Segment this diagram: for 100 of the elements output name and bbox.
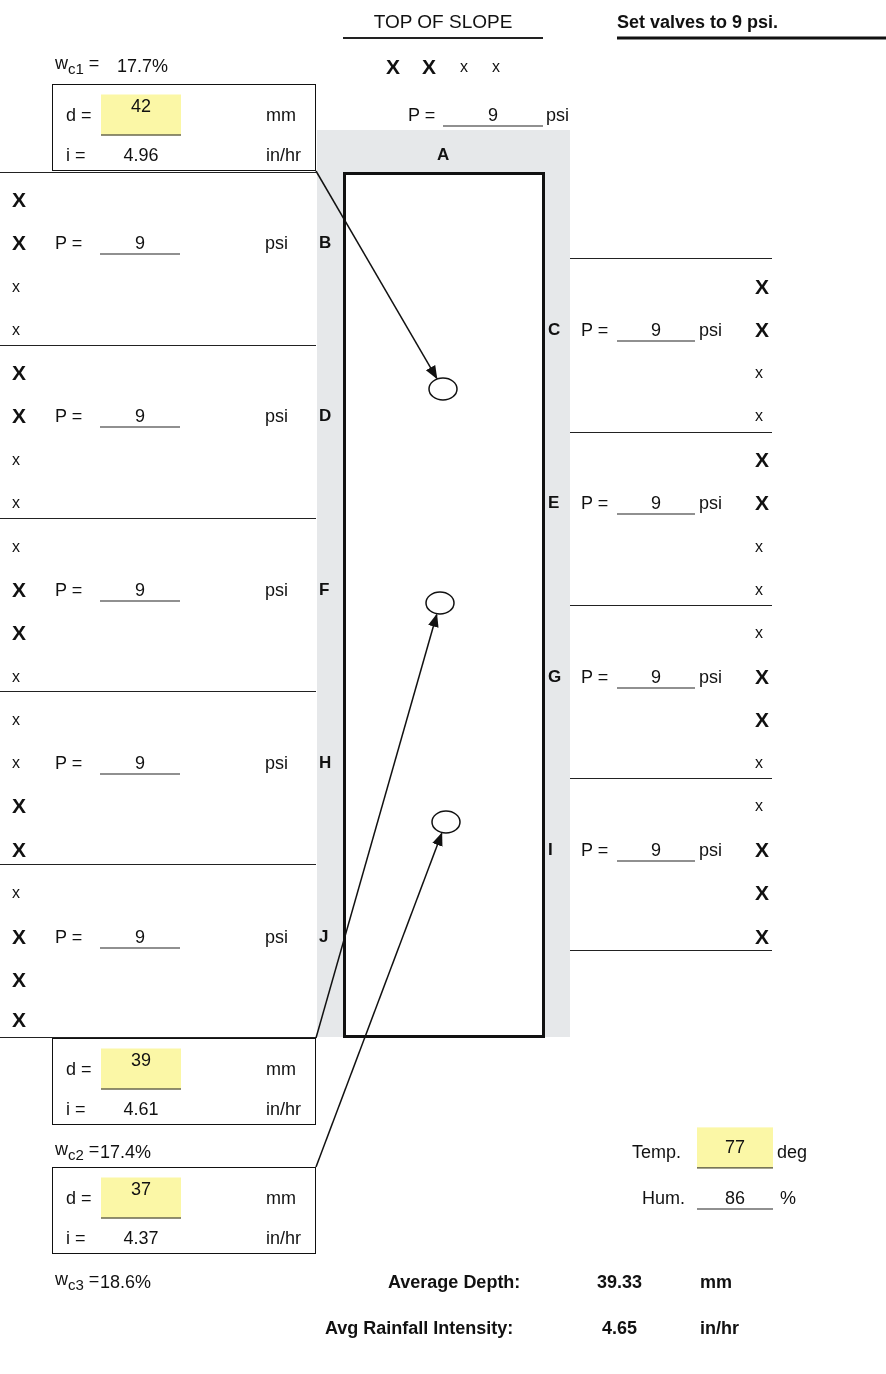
x-mark: x bbox=[12, 710, 20, 730]
measurement-box bbox=[52, 1038, 316, 1125]
label-text: P = bbox=[55, 232, 83, 254]
input-field: 42 bbox=[101, 94, 181, 136]
label-text: P = bbox=[55, 752, 83, 774]
label-text: psi bbox=[699, 839, 722, 861]
x-mark: x bbox=[12, 277, 20, 297]
x-mark: X bbox=[12, 795, 26, 817]
value-field: 9 bbox=[617, 838, 695, 862]
x-mark: x bbox=[755, 580, 763, 600]
label-text: w$_{c3}$ = bbox=[55, 1268, 100, 1295]
value-field: 9 bbox=[100, 925, 180, 949]
valve-letter: C bbox=[548, 319, 561, 341]
x-mark: x bbox=[755, 753, 763, 773]
x-mark: x bbox=[12, 537, 20, 557]
x-mark: X bbox=[755, 709, 769, 731]
x-mark: X bbox=[755, 666, 769, 688]
x-mark: x bbox=[755, 623, 763, 643]
label-text: P = bbox=[581, 666, 609, 688]
sample-ellipse bbox=[425, 591, 455, 615]
x-mark: X bbox=[755, 492, 769, 514]
x-mark: x bbox=[12, 320, 20, 340]
x-mark: x bbox=[755, 406, 763, 426]
value-text: 4.61 bbox=[122, 1098, 160, 1120]
label-text: psi bbox=[699, 319, 722, 341]
x-mark: x bbox=[460, 57, 468, 77]
input-field: 77 bbox=[697, 1127, 773, 1169]
sample-ellipse bbox=[431, 810, 461, 834]
measurement-box bbox=[52, 1167, 316, 1254]
label-text: P = bbox=[408, 104, 436, 126]
value-field: 9 bbox=[617, 491, 695, 515]
x-mark: X bbox=[422, 56, 436, 78]
label-text: mm bbox=[266, 1187, 296, 1209]
label-text: psi bbox=[265, 926, 288, 948]
value-field: 9 bbox=[100, 751, 180, 775]
value-field: 9 bbox=[100, 231, 180, 255]
label-text: P = bbox=[55, 926, 83, 948]
valve-letter: J bbox=[319, 926, 329, 948]
x-mark: x bbox=[492, 57, 500, 77]
label-text: i = bbox=[66, 1098, 86, 1120]
x-mark: X bbox=[12, 189, 26, 211]
x-mark: X bbox=[12, 969, 26, 991]
label-text: psi bbox=[546, 104, 569, 126]
label-text: psi bbox=[265, 752, 288, 774]
x-mark: x bbox=[755, 796, 763, 816]
arrow bbox=[315, 613, 439, 1039]
value-field: 9 bbox=[443, 103, 543, 127]
value-field: 9 bbox=[100, 578, 180, 602]
summary-text: mm bbox=[700, 1271, 732, 1293]
label-text: mm bbox=[266, 104, 296, 126]
x-mark: x bbox=[12, 493, 20, 513]
x-mark: X bbox=[12, 579, 26, 601]
label-text: 17.4% bbox=[100, 1141, 152, 1163]
x-mark: X bbox=[12, 1009, 26, 1031]
x-mark: x bbox=[12, 753, 20, 773]
label-text: % bbox=[780, 1187, 796, 1209]
x-mark: x bbox=[755, 363, 763, 383]
x-mark: x bbox=[12, 883, 20, 903]
x-mark: X bbox=[12, 405, 26, 427]
summary-text: in/hr bbox=[700, 1317, 739, 1339]
x-mark: X bbox=[12, 232, 26, 254]
label-text: psi bbox=[265, 405, 288, 427]
label-text: w$_{c1}$ = bbox=[55, 52, 100, 79]
valve-letter: G bbox=[548, 666, 562, 688]
summary-text: 39.33 bbox=[597, 1271, 643, 1293]
label-text: deg bbox=[777, 1141, 808, 1163]
value-field: 9 bbox=[617, 665, 695, 689]
valve-letter: B bbox=[319, 232, 332, 254]
label-text: psi bbox=[699, 492, 722, 514]
label-text: w$_{c2}$ = bbox=[55, 1138, 100, 1165]
x-mark: X bbox=[755, 839, 769, 861]
x-mark: x bbox=[12, 667, 20, 687]
valve-letter: I bbox=[548, 839, 553, 861]
arrow bbox=[315, 832, 443, 1168]
label-text: P = bbox=[55, 405, 83, 427]
valve-letter: E bbox=[548, 492, 560, 514]
label-text: Temp. bbox=[632, 1141, 682, 1163]
plot-rectangle bbox=[343, 172, 545, 1038]
summary-text: Average Depth: bbox=[388, 1271, 521, 1293]
label-text: d = bbox=[66, 1058, 92, 1080]
x-mark: X bbox=[755, 276, 769, 298]
label-text: i = bbox=[66, 144, 86, 166]
input-field: 37 bbox=[101, 1177, 181, 1219]
label-text: psi bbox=[699, 666, 722, 688]
value-text: 4.96 bbox=[122, 144, 160, 166]
input-field: 39 bbox=[101, 1048, 181, 1090]
x-mark: x bbox=[12, 450, 20, 470]
x-mark: X bbox=[12, 362, 26, 384]
value-field: 9 bbox=[617, 318, 695, 342]
label-text: in/hr bbox=[266, 1098, 301, 1120]
heading: TOP OF SLOPE bbox=[343, 11, 543, 39]
label-text: in/hr bbox=[266, 1227, 301, 1249]
valve-letter: F bbox=[319, 579, 330, 601]
value-text: 4.37 bbox=[122, 1227, 160, 1249]
x-mark: X bbox=[12, 622, 26, 644]
x-mark: X bbox=[386, 56, 400, 78]
value-field: 86 bbox=[697, 1186, 773, 1210]
x-mark: X bbox=[12, 839, 26, 861]
label-text: psi bbox=[265, 232, 288, 254]
measurement-box bbox=[52, 84, 316, 171]
